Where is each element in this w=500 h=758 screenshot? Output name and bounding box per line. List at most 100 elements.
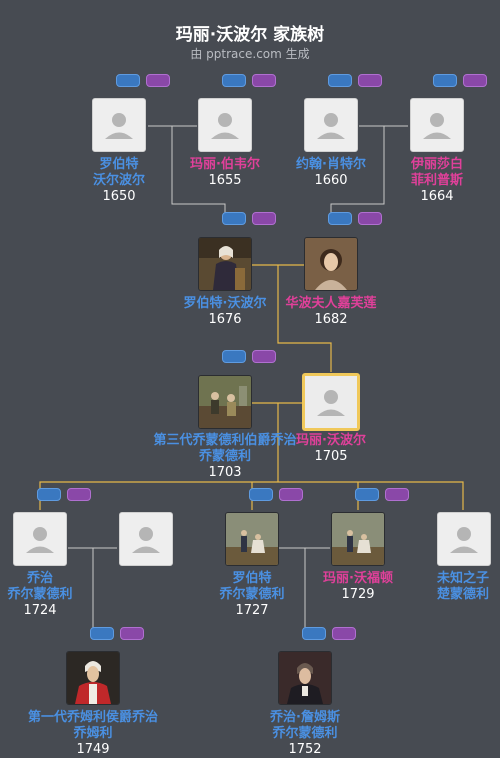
person-birth-year: 1676 bbox=[208, 312, 242, 327]
link-badge-purple[interactable] bbox=[358, 212, 382, 225]
person-birth-year: 1705 bbox=[314, 449, 348, 464]
person-name-line1: 乔治 bbox=[26, 571, 53, 586]
person-photo-placeholder[interactable] bbox=[410, 98, 464, 152]
link-badge-blue[interactable] bbox=[90, 627, 114, 640]
person-birth-year: 1664 bbox=[420, 189, 454, 204]
person-birth-year: 1682 bbox=[314, 312, 348, 327]
link-badge-purple[interactable] bbox=[463, 74, 487, 87]
person-name-line1: 未知之子 bbox=[436, 571, 489, 586]
person-name-line1: 乔治·詹姆斯 bbox=[270, 710, 340, 725]
portrait-man-seated-icon bbox=[199, 238, 251, 290]
link-badge-purple[interactable] bbox=[252, 74, 276, 87]
link-badge-blue[interactable] bbox=[355, 488, 379, 501]
link-badge-blue[interactable] bbox=[328, 212, 352, 225]
link-badge-blue[interactable] bbox=[433, 74, 457, 87]
avatar-silhouette-icon bbox=[132, 527, 160, 553]
selected-person-name[interactable]: 玛丽·沃波尔 bbox=[271, 433, 391, 449]
person-name-line2: 沃尔波尔 bbox=[92, 173, 145, 188]
person-portrait[interactable] bbox=[331, 512, 385, 566]
person-name[interactable]: 罗伯特·沃波尔 bbox=[165, 296, 285, 312]
person-photo-placeholder[interactable] bbox=[13, 512, 67, 566]
portrait-man-dark-coat-icon bbox=[279, 652, 331, 704]
portrait-group-painting-icon bbox=[199, 376, 251, 428]
link-badge-purple[interactable] bbox=[332, 627, 356, 640]
person-photo-placeholder[interactable] bbox=[119, 512, 173, 566]
link-badge-purple[interactable] bbox=[358, 74, 382, 87]
person-portrait[interactable] bbox=[225, 512, 279, 566]
page-title: 玛丽·沃波尔 家族树 bbox=[175, 25, 325, 45]
page-subtitle: 由 pptrace.com 生成 bbox=[190, 47, 310, 61]
portrait-family-painting-icon bbox=[332, 513, 384, 565]
link-badge-purple[interactable] bbox=[146, 74, 170, 87]
link-badge-blue[interactable] bbox=[328, 74, 352, 87]
person-name[interactable]: 第三代乔蒙德利伯爵乔治 乔蒙德利 bbox=[115, 433, 335, 465]
person-name[interactable]: 罗伯特 乔尔蒙德利 bbox=[192, 571, 312, 603]
link-badge-purple[interactable] bbox=[279, 488, 303, 501]
avatar-silhouette-icon bbox=[423, 113, 451, 139]
person-name[interactable]: 玛丽·伯韦尔 bbox=[165, 157, 285, 173]
portrait-officer-red-coat-icon bbox=[67, 652, 119, 704]
person-photo-placeholder[interactable] bbox=[92, 98, 146, 152]
person-name-line1: 伊丽莎白 bbox=[410, 157, 463, 172]
person-portrait[interactable] bbox=[198, 375, 252, 429]
person-birth-year: 1650 bbox=[102, 189, 136, 204]
link-badge-blue[interactable] bbox=[302, 627, 326, 640]
person-name-line2: 乔尔蒙德利 bbox=[7, 587, 73, 602]
person-name[interactable]: 约翰·肖特尔 bbox=[271, 157, 391, 173]
link-badge-blue[interactable] bbox=[249, 488, 273, 501]
link-badge-blue[interactable] bbox=[116, 74, 140, 87]
avatar-silhouette-icon bbox=[450, 527, 478, 553]
person-name-line1: 玛丽·沃波尔 bbox=[296, 433, 366, 448]
link-badge-blue[interactable] bbox=[37, 488, 61, 501]
person-name[interactable]: 乔治 乔尔蒙德利 bbox=[0, 571, 100, 603]
person-name[interactable]: 第一代乔姆利侯爵乔治 乔姆利 bbox=[0, 710, 186, 742]
link-badge-purple[interactable] bbox=[252, 212, 276, 225]
person-birth-year: 1729 bbox=[341, 587, 375, 602]
link-badge-blue[interactable] bbox=[222, 74, 246, 87]
person-name-line2: 菲利普斯 bbox=[410, 173, 463, 188]
person-portrait[interactable] bbox=[304, 237, 358, 291]
avatar-silhouette-icon bbox=[105, 113, 133, 139]
person-name-line1: 约翰·肖特尔 bbox=[296, 157, 366, 172]
person-name[interactable]: 玛丽·沃福顿 bbox=[298, 571, 418, 587]
person-photo-placeholder[interactable] bbox=[437, 512, 491, 566]
person-portrait[interactable] bbox=[198, 237, 252, 291]
portrait-woman-icon bbox=[305, 238, 357, 290]
link-badge-purple[interactable] bbox=[252, 350, 276, 363]
person-photo-placeholder[interactable] bbox=[198, 98, 252, 152]
person-name-line2: 乔蒙德利 bbox=[198, 449, 251, 464]
link-badge-blue[interactable] bbox=[222, 350, 246, 363]
person-name-line2: 乔姆利 bbox=[73, 726, 113, 741]
person-portrait[interactable] bbox=[278, 651, 332, 705]
portrait-family-painting-icon bbox=[226, 513, 278, 565]
person-name[interactable]: 伊丽莎白 菲利普斯 bbox=[377, 157, 497, 189]
person-name[interactable]: 乔治·詹姆斯 乔尔蒙德利 bbox=[245, 710, 365, 742]
person-name-line1: 罗伯特·沃波尔 bbox=[183, 296, 267, 311]
person-name-line1: 玛丽·沃福顿 bbox=[323, 571, 393, 586]
person-name-line1: 罗伯特 bbox=[99, 157, 139, 172]
person-birth-year: 1727 bbox=[235, 603, 269, 618]
link-badge-blue[interactable] bbox=[222, 212, 246, 225]
person-name-line2: 乔尔蒙德利 bbox=[272, 726, 338, 741]
person-name-line1: 第三代乔蒙德利伯爵乔治 bbox=[153, 433, 297, 448]
person-birth-year: 1655 bbox=[208, 173, 242, 188]
link-badge-purple[interactable] bbox=[67, 488, 91, 501]
link-badge-purple[interactable] bbox=[120, 627, 144, 640]
person-name[interactable]: 罗伯特 沃尔波尔 bbox=[59, 157, 179, 189]
person-birth-year: 1660 bbox=[314, 173, 348, 188]
avatar-silhouette-icon bbox=[211, 113, 239, 139]
avatar-silhouette-icon bbox=[26, 527, 54, 553]
person-name-line1: 第一代乔姆利侯爵乔治 bbox=[27, 710, 158, 725]
person-name-line2: 楚蒙德利 bbox=[436, 587, 489, 602]
person-name-line1: 华波夫人嘉芙莲 bbox=[285, 296, 377, 311]
person-birth-year: 1749 bbox=[76, 742, 110, 757]
person-name-line2: 乔尔蒙德利 bbox=[219, 587, 285, 602]
person-birth-year: 1752 bbox=[288, 742, 322, 757]
person-name[interactable]: 未知之子 楚蒙德利 bbox=[403, 571, 500, 603]
link-badge-purple[interactable] bbox=[385, 488, 409, 501]
person-name[interactable]: 华波夫人嘉芙莲 bbox=[271, 296, 391, 312]
person-birth-year: 1703 bbox=[208, 465, 242, 480]
selected-person-placeholder[interactable] bbox=[302, 373, 360, 431]
person-photo-placeholder[interactable] bbox=[304, 98, 358, 152]
person-portrait[interactable] bbox=[66, 651, 120, 705]
